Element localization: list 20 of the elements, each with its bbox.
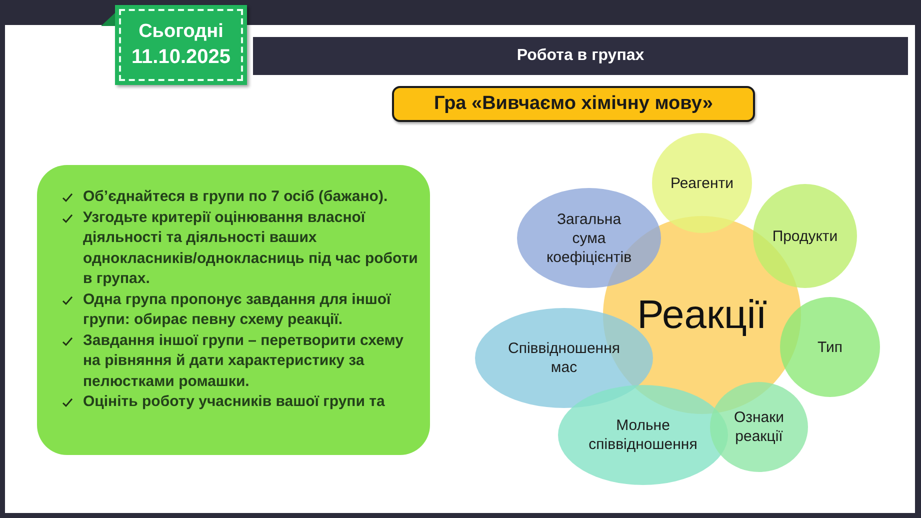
instruction-text: Узгодьте критерії оцінювання власної діяльності та діяльності ваших однокласників/однокласниць під час роботи в групах. bbox=[83, 208, 419, 289]
date-text: Сьогодні bbox=[138, 20, 224, 44]
date-text: 11.10.2025 bbox=[132, 45, 230, 70]
petal-label: Мольне співвідношення bbox=[588, 416, 698, 454]
instruction-text: Одна група пропонує завдання для іншої групи: обирає певну схему реакції. bbox=[83, 290, 392, 330]
petal-label: Ознаки реакції bbox=[732, 408, 786, 446]
petal-label: Продукти bbox=[772, 226, 838, 246]
game-title-banner bbox=[392, 86, 755, 122]
petal-label: Реагенти bbox=[670, 174, 734, 192]
instruction-text: Об’єднайтеся в групи по 7 осіб (бажано). bbox=[83, 187, 388, 207]
date-badge bbox=[115, 5, 247, 85]
instruction-text: Завдання іншої групи – перетворити схему на рівняння й дати характеристику за пелюстками ромашки. bbox=[83, 330, 405, 392]
petal-label: Тип bbox=[817, 338, 842, 356]
slide-title: Робота в групах bbox=[516, 46, 644, 66]
center-label: Реакції bbox=[637, 295, 767, 335]
petal-label: Співвідношення мас bbox=[506, 339, 621, 377]
banner-text: Гра «Вивчаємо хімічну мову» bbox=[434, 92, 713, 116]
instruction-panel bbox=[37, 165, 430, 455]
petal-label: Загальна сума коефіцієнтів bbox=[545, 210, 633, 266]
instruction-text: Оцініть роботу учасників вашої групи та bbox=[83, 392, 385, 412]
